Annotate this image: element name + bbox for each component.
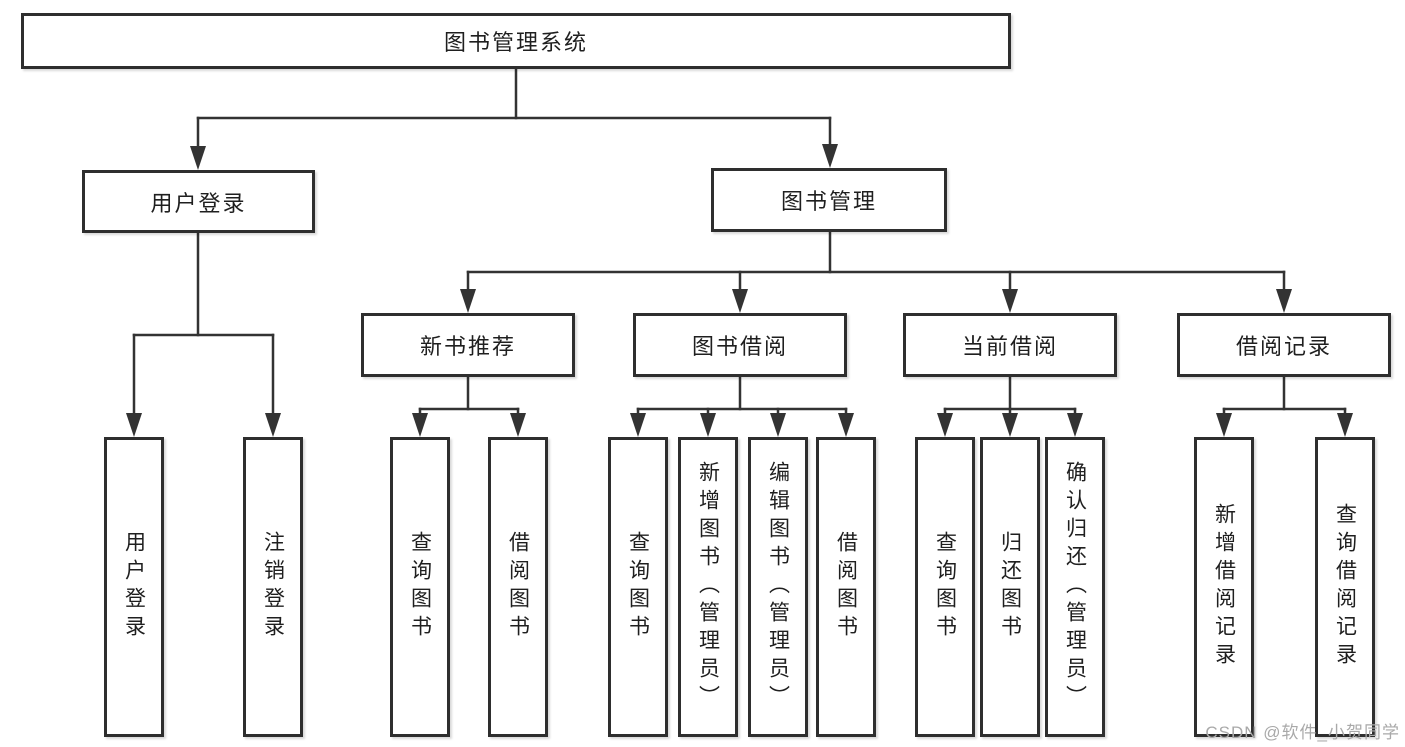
leaf-add-books-admin: 新增图书（管理员） — [678, 437, 738, 737]
node-label: 查询图书 — [626, 531, 650, 643]
node-label: 查询借阅记录 — [1333, 503, 1357, 671]
node-label: 注销登录 — [261, 531, 285, 643]
node-book-borrow: 图书借阅 — [633, 313, 847, 377]
leaf-borrow-books: 借阅图书 — [816, 437, 876, 737]
node-label: 用户登录 — [150, 190, 247, 216]
node-label: 借阅图书 — [506, 531, 530, 643]
csdn-watermark: CSDN @软件_小贺同学 — [1205, 723, 1400, 742]
node-label: 图书管理 — [780, 189, 877, 214]
node-label: 新书推荐 — [419, 334, 516, 359]
node-label: 借阅记录 — [1235, 334, 1332, 359]
node-label: 新增图书（管理员） — [696, 461, 720, 713]
node-label: 新增借阅记录 — [1212, 503, 1236, 671]
node-label: 编辑图书（管理员） — [766, 461, 790, 713]
node-user-login: 用户登录 — [82, 170, 315, 233]
leaf-borrow-books-recommend: 借阅图书 — [488, 437, 548, 737]
leaf-return-books: 归还图书 — [980, 437, 1040, 737]
leaf-confirm-return-admin: 确认归还（管理员） — [1045, 437, 1105, 737]
node-new-book-recommend: 新书推荐 — [361, 313, 575, 377]
node-book-management: 图书管理 — [711, 168, 947, 232]
node-label: 用户登录 — [122, 531, 146, 643]
node-label: 查询图书 — [408, 531, 432, 643]
leaf-user-login: 用户登录 — [104, 437, 164, 737]
node-label: 查询图书 — [933, 531, 957, 643]
leaf-add-borrow-record: 新增借阅记录 — [1194, 437, 1254, 737]
leaf-query-borrow-record: 查询借阅记录 — [1315, 437, 1375, 737]
leaf-query-books-current: 查询图书 — [915, 437, 975, 737]
leaf-query-books-borrow: 查询图书 — [608, 437, 668, 737]
node-borrow-records: 借阅记录 — [1177, 313, 1391, 377]
node-label: 图书借阅 — [691, 334, 788, 359]
node-label: 图书管理系统 — [443, 30, 588, 55]
node-label: 当前借阅 — [961, 334, 1058, 359]
node-label: 确认归还（管理员） — [1063, 461, 1087, 713]
node-library-system: 图书管理系统 — [21, 13, 1011, 69]
node-current-borrow: 当前借阅 — [903, 313, 1117, 377]
node-label: 借阅图书 — [834, 531, 858, 643]
leaf-edit-books-admin: 编辑图书（管理员） — [748, 437, 808, 737]
leaf-logout: 注销登录 — [243, 437, 303, 737]
leaf-query-books-recommend: 查询图书 — [390, 437, 450, 737]
node-label: 归还图书 — [998, 531, 1022, 643]
